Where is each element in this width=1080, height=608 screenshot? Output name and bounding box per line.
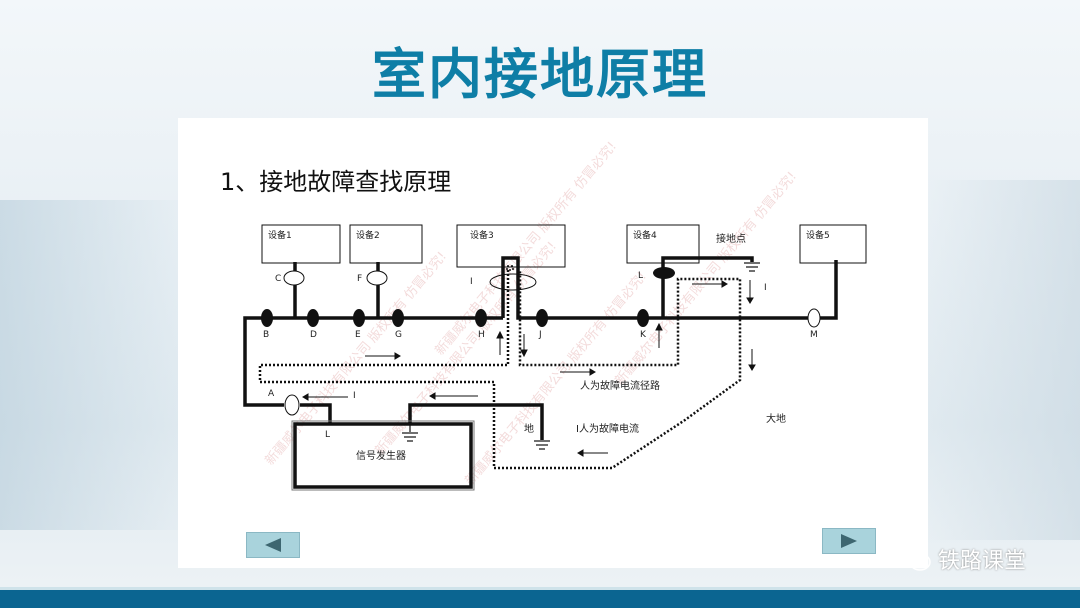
next-slide-button[interactable]	[822, 528, 876, 554]
device-1-box	[261, 224, 341, 264]
triangle-left-icon	[265, 538, 281, 552]
fault-current-label: I人为故障电流	[576, 422, 639, 435]
device-1-label: 设备1	[268, 229, 292, 241]
node-label: B	[263, 330, 269, 340]
content-panel: 1、接地故障查找原理 新疆威尔电子科技有限公司 版权所有 仿冒必究! 新疆威尔电…	[178, 118, 928, 568]
node-label: J	[538, 330, 542, 340]
ground-bus	[243, 256, 838, 440]
device-5-label: 设备5	[806, 229, 830, 241]
clamp-M	[807, 308, 821, 328]
earth-label: 大地	[766, 412, 786, 425]
device-3-label: 设备3	[470, 229, 494, 241]
section-subtitle: 1、接地故障查找原理	[220, 168, 452, 196]
node-label: L	[638, 271, 643, 281]
device-4-label: 设备4	[633, 229, 657, 241]
node-label: K	[640, 330, 647, 340]
device-5-box	[799, 224, 867, 264]
grounding-diagram: 设备1 设备2 设备3 设备4 设备5 C F I L B D E G H J …	[243, 224, 867, 491]
node-label: E	[355, 330, 361, 340]
device-3-box	[456, 224, 566, 268]
node-label: F	[357, 274, 362, 284]
clamp-A	[284, 394, 300, 416]
earth-small-label: 地	[524, 422, 534, 435]
node-label: G	[395, 330, 402, 340]
triangle-right-icon	[841, 534, 857, 548]
current-label: I	[353, 391, 356, 401]
current-arrows	[302, 280, 756, 457]
device-2-label: 设备2	[356, 229, 380, 241]
generator-l-label: L	[325, 430, 330, 440]
device-2-box	[349, 224, 423, 264]
background-buildings-right	[928, 180, 1080, 540]
node-label: I	[470, 277, 473, 287]
bus-nodes	[261, 267, 675, 327]
node-label: A	[268, 389, 275, 399]
brand-name: 铁路课堂	[938, 549, 1027, 574]
bottom-bar	[0, 587, 1080, 608]
clamp-F	[366, 270, 388, 286]
wechat-icon	[897, 546, 931, 571]
node-label: H	[478, 330, 485, 340]
background-buildings-left	[0, 200, 180, 530]
node-label: M	[810, 330, 818, 340]
ground-symbols	[402, 262, 760, 450]
slide-title: 室内接地原理	[372, 43, 708, 106]
clamp-C	[283, 270, 305, 286]
fault-path-label: 人为故障电流径路	[580, 379, 660, 392]
brand-watermark: 铁路课堂	[896, 543, 1026, 575]
node-label: D	[310, 330, 317, 340]
generator-label: 信号发生器	[356, 449, 406, 462]
ground-point-label: 接地点	[716, 232, 746, 245]
current-label: I	[764, 283, 767, 293]
previous-slide-button[interactable]	[246, 532, 300, 558]
node-label: C	[275, 274, 281, 284]
signal-generator-box	[293, 422, 473, 489]
fault-current-path	[258, 265, 742, 470]
clamp-I	[489, 273, 537, 291]
